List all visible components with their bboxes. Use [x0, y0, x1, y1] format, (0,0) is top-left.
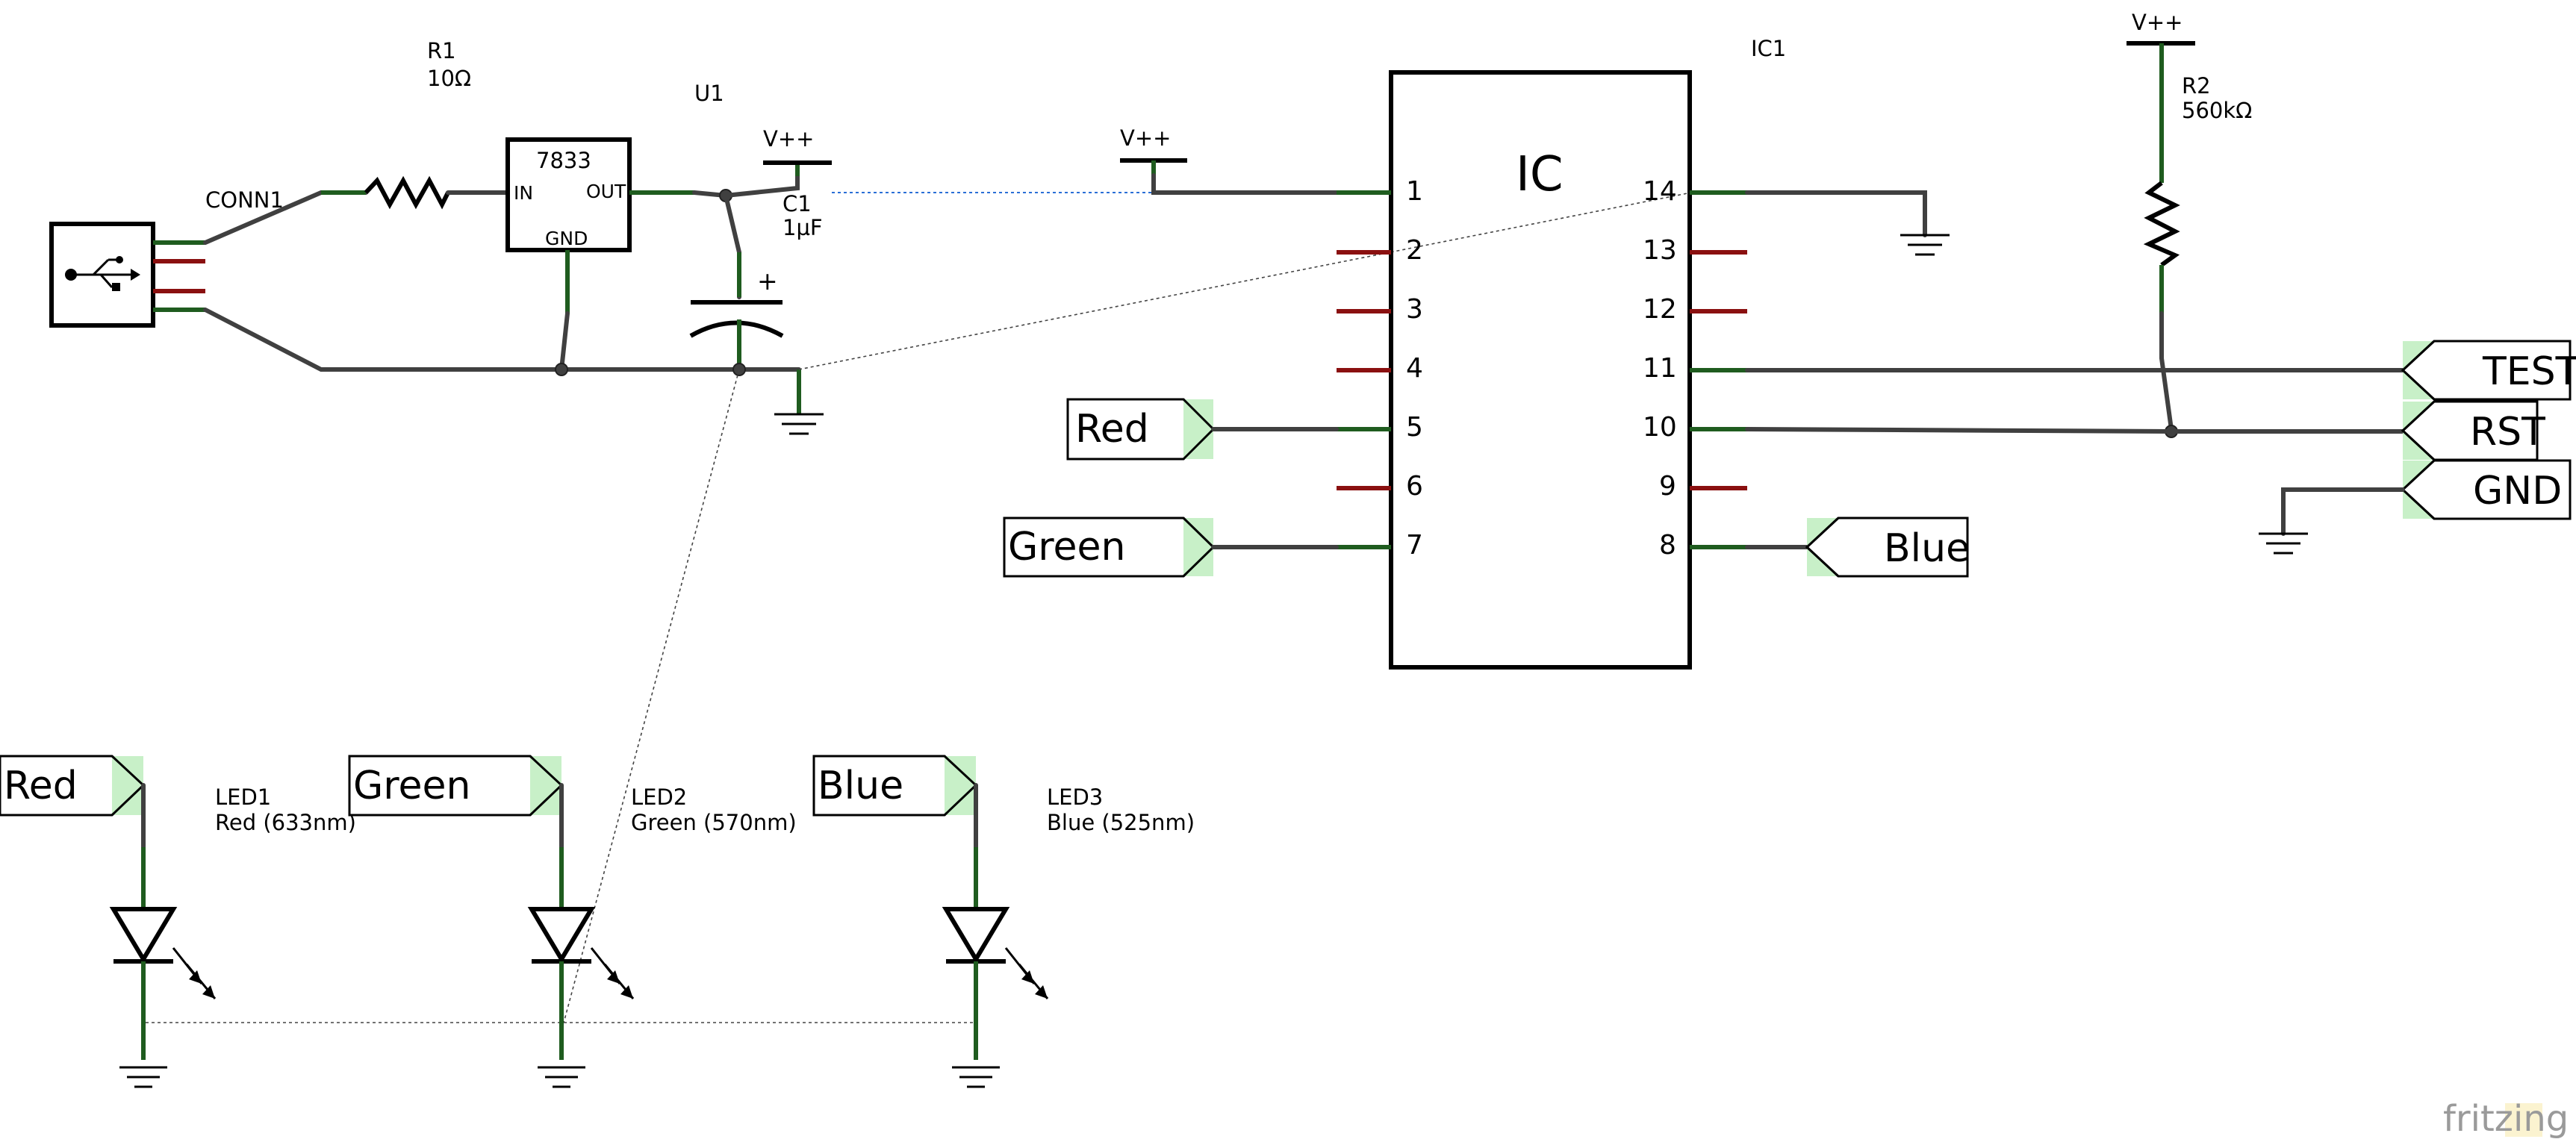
- ic-pin-number: 13: [1643, 235, 1677, 266]
- ic1-ref: IC1: [1751, 36, 1786, 61]
- wire: [203, 308, 801, 372]
- ground-symbol: [774, 413, 824, 435]
- led3[interactable]: [942, 783, 1049, 1060]
- ground-symbol: [538, 1066, 585, 1088]
- ic-pin-number: 2: [1406, 235, 1423, 266]
- ic-pin-number: 4: [1406, 353, 1423, 384]
- ic-pin-number: 8: [1659, 530, 1676, 561]
- capacitor-c1[interactable]: +: [689, 193, 784, 369]
- net-label-test[interactable]: TEST: [2401, 340, 2576, 401]
- net-label-text: Red: [4, 764, 78, 808]
- u1-pin-out: OUT: [586, 181, 626, 202]
- net-label-gnd[interactable]: GND: [2401, 459, 2572, 520]
- resistor-r1[interactable]: [321, 175, 510, 210]
- vcc-label-r2: V++: [2132, 10, 2183, 35]
- u1-pin-gnd: GND: [545, 228, 588, 249]
- ground-symbol: [2259, 532, 2308, 555]
- ic-pin-number: 5: [1406, 412, 1423, 443]
- watermark-tag: [2505, 1103, 2542, 1137]
- u1-part: 7833: [536, 148, 591, 173]
- net-label-green-ic[interactable]: Green: [1003, 517, 1216, 578]
- led3-value: Blue (525nm): [1047, 810, 1195, 835]
- r1-value: 10Ω: [427, 66, 471, 91]
- ic-pin-number: 11: [1643, 353, 1677, 384]
- led1[interactable]: [109, 783, 217, 1060]
- led1-ref: LED1: [215, 784, 271, 810]
- ic-chip-ic1[interactable]: IC 1 2 3 4 5 6 7 14 13 12 11 10 9 8: [1337, 70, 1747, 670]
- r1-ref: R1: [427, 38, 456, 63]
- net-label-blue-led[interactable]: Blue: [812, 755, 978, 817]
- conn1-ref: CONN1: [205, 187, 284, 213]
- net-label-text: GND: [2473, 469, 2562, 514]
- r2-value: 560kΩ: [2182, 98, 2252, 123]
- ic-pin-number: 10: [1643, 412, 1677, 443]
- wire: [2281, 487, 2405, 536]
- ic-pin-number: 9: [1659, 471, 1676, 502]
- wire: [559, 311, 570, 372]
- resistor-r2[interactable]: [2143, 43, 2180, 313]
- ic-pin-number: 6: [1406, 471, 1423, 502]
- ic-pin-number: 3: [1406, 294, 1423, 325]
- net-label-text: Blue: [818, 764, 903, 808]
- wire: [1745, 190, 1927, 237]
- net-label-text: RST: [2470, 410, 2545, 455]
- ic-pin-number: 7: [1406, 530, 1423, 561]
- net-label-red-ic[interactable]: Red: [1066, 398, 1216, 461]
- usb-icon: [65, 256, 140, 291]
- net-label-text: Red: [1075, 407, 1149, 452]
- ratsnest-line: [563, 369, 740, 1023]
- vcc-symbol-r2: V++: [2127, 10, 2195, 46]
- vcc-symbol-regulator: V++: [763, 126, 832, 165]
- net-label-rst[interactable]: RST: [2401, 400, 2545, 461]
- led2-ref: LED2: [631, 784, 687, 810]
- c1-polarity: +: [757, 266, 778, 296]
- led1-value: Red (633nm): [215, 810, 356, 835]
- net-label-text: TEST: [2482, 349, 2576, 394]
- led2-value: Green (570nm): [631, 810, 797, 835]
- net-label-blue-ic[interactable]: Blue: [1805, 517, 1970, 578]
- usb-connector-conn1[interactable]: [49, 222, 205, 328]
- ground-symbol: [1900, 234, 1950, 256]
- voltage-regulator-u1[interactable]: 7833 IN OUT GND: [505, 137, 694, 313]
- vcc-label-ic: V++: [1120, 125, 1171, 151]
- led2[interactable]: [527, 783, 635, 1060]
- ground-symbol: [119, 1066, 167, 1088]
- junction-dot: [555, 363, 568, 376]
- c1-ref: C1: [783, 191, 812, 216]
- r2-ref: R2: [2182, 73, 2211, 99]
- wire: [1745, 427, 2405, 434]
- net-label-text: Green: [1008, 525, 1125, 570]
- c1-value: 1µF: [783, 215, 823, 240]
- vcc-symbol-ic: V++: [1120, 125, 1187, 175]
- ic-pin-number: 14: [1643, 176, 1677, 207]
- u1-ref: U1: [694, 81, 724, 106]
- wire: [2159, 311, 2174, 431]
- ic-pin-number: 1: [1406, 176, 1423, 207]
- ic-pin-number: 12: [1643, 294, 1677, 325]
- net-label-red-led[interactable]: Red: [0, 755, 146, 817]
- ic-title: IC: [1516, 147, 1564, 202]
- fritzing-watermark: fritzing: [2443, 1098, 2569, 1140]
- u1-pin-in: IN: [514, 182, 533, 204]
- ratsnest-line: [798, 192, 1692, 370]
- wire: [1151, 173, 1339, 195]
- vcc-label-regulator: V++: [763, 126, 814, 152]
- net-label-green-led[interactable]: Green: [348, 755, 564, 817]
- net-label-text: Green: [353, 764, 470, 808]
- net-label-text: Blue: [1884, 526, 1970, 571]
- ground-symbol: [952, 1066, 1000, 1088]
- led3-ref: LED3: [1047, 784, 1103, 810]
